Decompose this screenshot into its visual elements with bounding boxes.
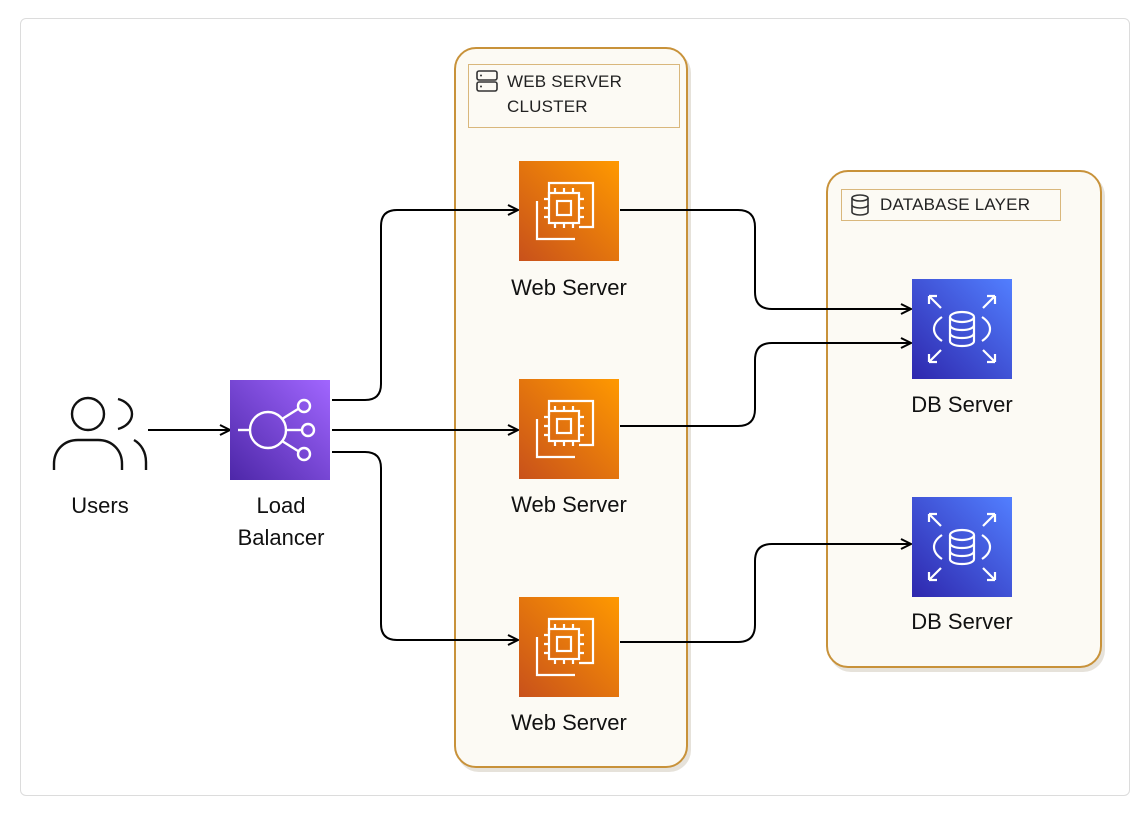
server-icon <box>475 67 499 102</box>
ec2-instance-icon <box>519 379 619 479</box>
web-server-2-label: Web Server <box>511 492 627 517</box>
database-layer-label: DATABASE LAYER <box>841 189 1061 221</box>
edge-lb-to-web-server-3 <box>332 451 518 640</box>
web-server-3-label: Web Server <box>511 710 627 735</box>
users-label: Users <box>71 493 129 518</box>
web-server-1-label: Web Server <box>511 275 627 300</box>
edge-web-server-1-to-db-1 <box>620 209 911 309</box>
web-server-3-node[interactable] <box>519 597 619 697</box>
users-node[interactable] <box>44 388 154 478</box>
database-layer-label-text: DATABASE LAYER <box>880 195 1031 214</box>
rds-database-icon <box>912 497 1012 597</box>
load-balancer-node[interactable] <box>230 380 330 480</box>
db-server-1-node[interactable] <box>912 279 1012 379</box>
web-server-1-node[interactable] <box>519 161 619 261</box>
ec2-instance-icon <box>519 597 619 697</box>
load-balancer-label-line1: Load <box>256 493 306 518</box>
web-server-cluster-label-line2: CLUSTER <box>507 97 588 116</box>
database-icon <box>848 193 872 227</box>
users-icon <box>50 392 154 483</box>
web-server-cluster-label-line1: WEB SERVER <box>507 72 623 91</box>
db-server-2-label: DB Server <box>911 609 1013 634</box>
edge-lb-to-web-server-1 <box>332 210 518 401</box>
load-balancer-label-line2: Balancer <box>237 525 325 550</box>
rds-database-icon <box>912 279 1012 379</box>
edge-web-server-2-to-db-1 <box>620 343 911 427</box>
edge-web-server-3-to-db-2 <box>620 544 911 643</box>
ec2-instance-icon <box>519 161 619 261</box>
web-server-cluster-label: WEB SERVER CLUSTER <box>468 64 680 128</box>
db-server-1-label: DB Server <box>911 392 1013 417</box>
load-balancer-icon <box>230 380 330 480</box>
web-server-2-node[interactable] <box>519 379 619 479</box>
db-server-2-node[interactable] <box>912 497 1012 597</box>
